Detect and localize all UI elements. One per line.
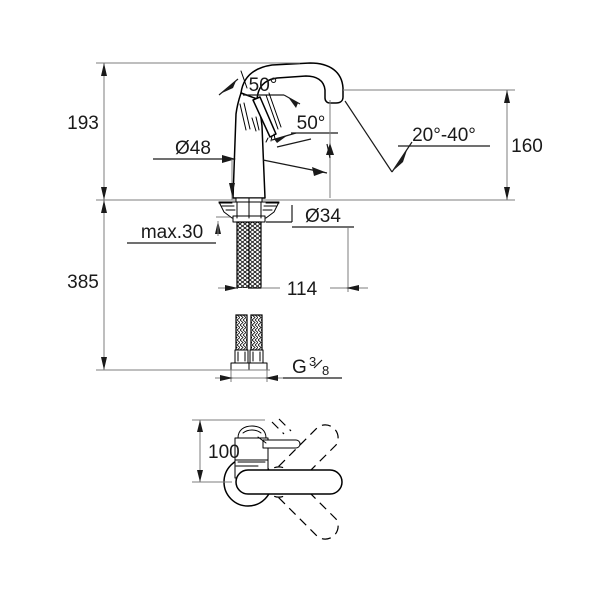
dimension-385: 385	[67, 200, 270, 371]
lever-handle[interactable]	[252, 96, 277, 143]
supply-hose-upper	[238, 288, 248, 290]
dim-385-label: 385	[67, 272, 99, 293]
angle-50-lower-label: 50°	[297, 113, 326, 134]
dim-d34-label: Ø34	[305, 206, 341, 227]
dim-d48-label: Ø48	[175, 138, 211, 159]
dimension-193: 193	[67, 62, 300, 200]
dimension-max-30: max.30	[127, 216, 230, 244]
threaded-shank	[236, 221, 262, 289]
dimension-d34: Ø34	[266, 205, 354, 228]
dim-g38-thread-label: G	[292, 357, 307, 378]
angle-swivel-range: 20°-40°	[344, 100, 490, 173]
spout-plan	[237, 425, 267, 439]
dim-g38-numerator: 3	[309, 354, 316, 369]
lever-stem-plan	[257, 418, 301, 449]
angle-50-upper: 50°	[218, 70, 301, 108]
dimension-114: 114	[218, 228, 368, 300]
dim-160-label: 160	[511, 136, 543, 157]
dimension-160: 160	[343, 89, 543, 200]
dim-114-label: 114	[287, 279, 318, 300]
dimension-g38: G 3 8	[215, 354, 342, 382]
supply-hoses	[230, 314, 268, 371]
dimension-d48: Ø48	[153, 138, 236, 200]
dim-193-label: 193	[67, 113, 99, 134]
angle-swivel-label: 20°-40°	[412, 125, 476, 146]
faucet-top-plan-view	[223, 418, 343, 540]
angle-50-upper-label: 50°	[249, 75, 278, 96]
fraction-slash	[313, 359, 323, 369]
faucet-side-elevation	[96, 62, 515, 371]
angle-50-lower: 50°	[262, 92, 338, 198]
dimension-100: 100	[192, 419, 265, 483]
dim-max30-label: max.30	[141, 222, 203, 243]
mounting-hardware	[218, 197, 280, 223]
dim-g38-denominator: 8	[322, 363, 329, 378]
dim-100-label: 100	[208, 442, 240, 463]
lever-handle-plan[interactable]	[235, 469, 343, 495]
